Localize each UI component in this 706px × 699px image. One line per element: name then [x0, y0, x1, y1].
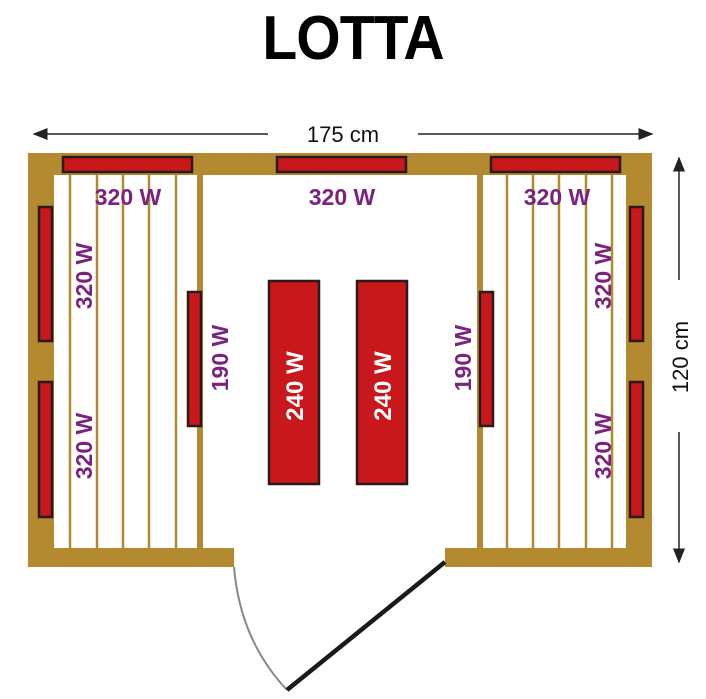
label-right-lower: 320 W	[590, 412, 616, 479]
heater-left-upper	[37, 205, 54, 343]
heater-left-lower	[37, 380, 54, 519]
left-bench	[68, 175, 178, 548]
label-floor-left: 240 W	[282, 351, 309, 421]
width-dimension: 175 cm	[32, 122, 654, 147]
depth-label: 120 cm	[668, 321, 693, 393]
heater-right-lower	[628, 380, 645, 519]
heater-back-right	[489, 155, 622, 174]
heater-right-upper	[628, 205, 645, 343]
heater-back-center	[275, 155, 408, 174]
heater-inner-left	[186, 290, 203, 428]
heater-panels	[37, 155, 645, 519]
label-left-lower: 320 W	[71, 412, 97, 479]
width-label: 175 cm	[307, 122, 379, 147]
door-swing-arc	[233, 566, 288, 691]
right-bench	[505, 175, 614, 548]
label-inner-left: 190 W	[207, 324, 233, 391]
heater-floor-right	[355, 279, 409, 486]
label-back-center: 320 W	[309, 184, 376, 210]
heater-floor-left	[267, 279, 321, 486]
label-floor-right: 240 W	[370, 351, 397, 421]
label-back-right: 320 W	[524, 184, 591, 210]
label-right-upper: 320 W	[590, 242, 616, 309]
label-back-left: 320 W	[95, 184, 162, 210]
depth-dimension: 120 cm	[668, 156, 693, 564]
door	[233, 560, 447, 692]
door-leaf	[285, 560, 447, 692]
heater-back-left	[61, 155, 194, 174]
power-labels: 320 W 320 W 320 W 320 W 320 W 320 W 320 …	[71, 184, 616, 479]
heater-inner-right	[478, 290, 495, 428]
label-inner-right: 190 W	[450, 324, 476, 391]
diagram-title: LOTTA	[262, 4, 444, 73]
label-left-upper: 320 W	[71, 242, 97, 309]
